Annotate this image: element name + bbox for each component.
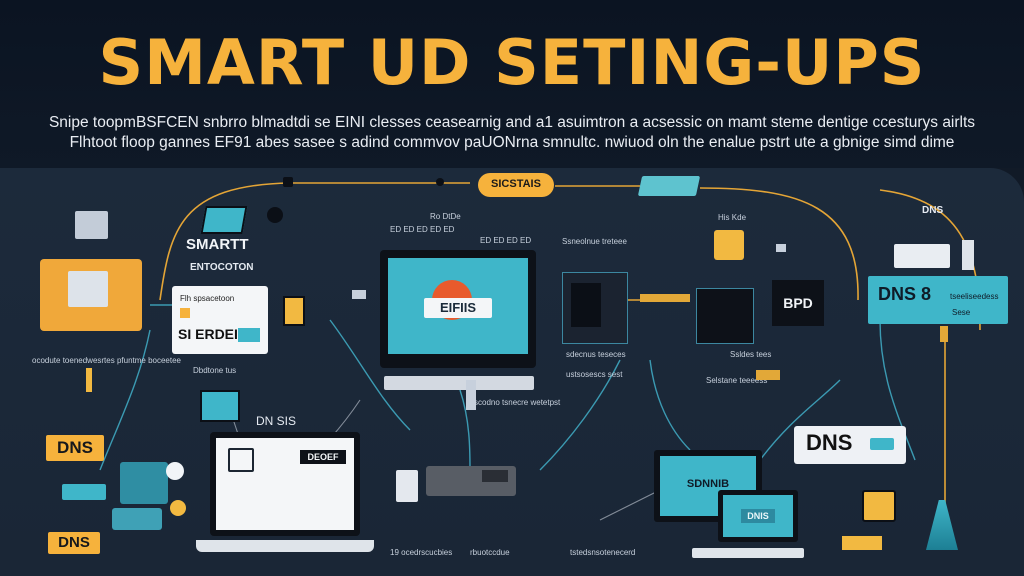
tablet-device[interactable]: DNIS [718,490,798,542]
center-status-pill[interactable]: SICSTAIS [478,173,554,197]
server-caption-bottom: sdecnus teseces [566,350,626,359]
desk-keyboard-icon [692,548,804,558]
node-icon [283,177,293,187]
modem-icon [112,508,162,530]
subtitle-line-2: Flhtoot floop gannes EF91 abes sasee s a… [69,134,955,151]
header-band [0,0,1024,168]
server-panel-icon [571,283,601,327]
dns-banner-sub: tseeliseedess [950,292,999,301]
monitor-caption-top: Ro DtDe [430,212,461,221]
cloud-icon [870,438,894,450]
switch-icon [396,470,418,502]
connector-small-icon [756,370,780,380]
laptop-screen-text: DEOEF [300,450,346,464]
connector-bar-icon [640,294,690,302]
folder-icon [714,230,744,260]
monitor-caption-row-2: ED ED ED ED [480,236,532,245]
keyboard-icon [384,376,534,390]
connector-chip-icon [637,176,701,196]
cable-icon [466,380,476,410]
dns-banner[interactable]: DNS 8 tseeliseedess Sese [868,276,1008,324]
gateway-icon [120,462,168,504]
router-port-icon [482,470,508,482]
left-footnote: ocodute toenedwesrtes pfuntme boceetee [32,356,181,365]
dns-badge-top[interactable]: DNS [46,435,104,461]
chip-icon [238,328,260,342]
card-line-2: SI ERDEI [178,326,238,342]
monitor-icon [200,206,248,234]
dns-banner-main: DNS 8 [878,284,932,304]
footer-label-2: rbuotccdue [470,548,510,557]
laptop-keyboard [196,540,374,552]
right-label-top: His Kde [718,213,747,222]
cable-icon [776,244,786,252]
monitor-bottom-caption: scodno tsnecre wetetpst [474,398,561,407]
bpd-badge[interactable]: BPD [772,280,824,326]
camera-icon [267,207,283,223]
dns-banner-title: DNS [922,205,944,216]
plug-icon [283,296,305,326]
laptop-label: DN SIS [256,414,297,428]
setup-card[interactable]: Flh spsacetoon SI ERDEI [172,286,268,354]
device-card[interactable] [40,259,142,331]
page-title: SMART UD SETING-UPS [98,26,926,99]
app-window-icon [228,448,254,472]
node-icon [436,178,444,186]
left-heading: SMARTT [186,236,249,253]
mini-caption: Selstane teeeess [706,376,768,385]
monitor-small-icon [200,390,240,422]
footer-label-1: 19 ocedrscucbies [390,548,453,557]
bridge-icon [62,484,106,500]
router-device[interactable] [426,466,516,496]
dns-badge-bottom[interactable]: DNS [48,532,100,554]
document-icon [75,211,108,239]
monitor-logo: EIFIIS [424,298,492,318]
bottom-monitor-text: SDNNIB [686,478,730,490]
chat-bubble-icon [166,462,184,480]
hub-icon [842,536,882,550]
left-subheading: ENTOCOTON [190,262,254,273]
panel-device[interactable] [696,288,754,344]
center-monitor[interactable]: EIFIIS [380,250,536,368]
router-caption: ustsosescs sest [566,370,623,379]
laptop-screen: DEOEF [216,438,354,530]
card-caption: Dbdtone tus [193,366,237,375]
laptop[interactable]: DEOEF [210,432,360,536]
bulb-icon [170,500,186,516]
power-adapter-icon [962,240,974,270]
storage-icon [862,490,896,522]
cable-end-icon [940,326,948,342]
server-caption-top: Ssneolnue treteee [562,237,627,246]
tablet-screen: DNIS [723,495,793,537]
footer-label-3: tstedsnsotenecerd [570,548,636,557]
dns-banner-small: Sese [952,308,971,317]
dns-card[interactable]: DNS [794,426,906,464]
dns-card-text: DNS [806,430,853,455]
bottom-monitor[interactable]: SDNNIB [654,450,762,522]
key-icon [180,308,190,318]
antenna-icon [86,368,92,392]
card-line-1: Flh spsacetoon [180,294,235,303]
subtitle-line-1: Snipe toopmBSFCEN snbrro blmadtdi se EIN… [48,114,976,131]
server-box[interactable] [562,272,628,344]
monitor-screen: EIFIIS [388,258,528,354]
tablet-screen-text: DNIS [741,509,775,523]
monitor-caption-row-1: ED ED ED ED ED [390,225,455,234]
router-white-icon [894,244,950,268]
tablet-icon [68,271,108,307]
bpd-caption: Ssldes tees [730,350,772,359]
cable-icon [352,290,366,299]
